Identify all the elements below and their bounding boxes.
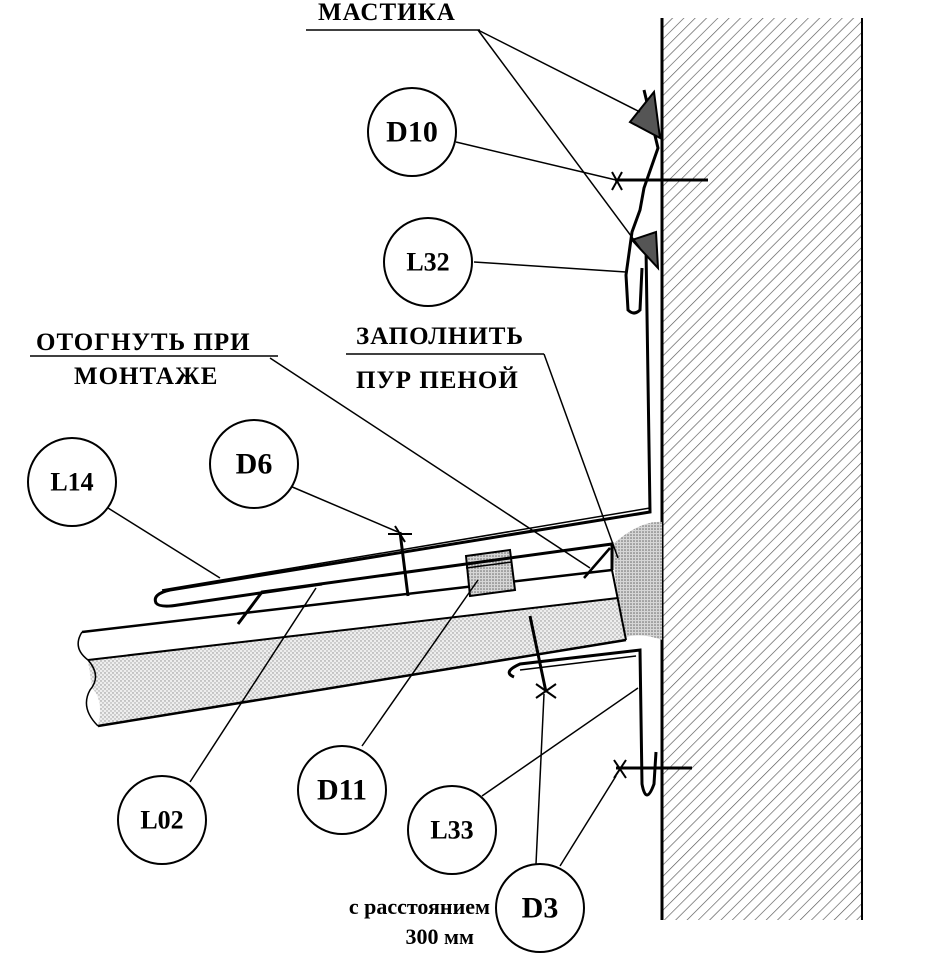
callout-l14-label: L14 — [50, 468, 93, 497]
callout-l32-label: L32 — [406, 248, 449, 277]
l32-counter-flashing — [624, 89, 660, 315]
callout-d6: D6 — [209, 419, 299, 509]
fastener-d10 — [611, 171, 708, 191]
pu-foam-filling — [612, 521, 662, 640]
distance-note-line2: 300 мм — [406, 924, 474, 949]
l14-flashing — [153, 247, 652, 608]
mastic-beads — [628, 89, 662, 271]
callout-d3: D3 — [495, 863, 585, 953]
callout-d10-label: D10 — [386, 116, 438, 149]
leader-lines — [30, 29, 641, 867]
callout-d10: D10 — [367, 87, 457, 177]
bend-caption-line1: ОТОГНУТЬ ПРИ — [36, 329, 251, 356]
bend-caption-line2: МОНТАЖЕ — [74, 363, 218, 390]
callout-l33-label: L33 — [430, 816, 473, 845]
foam-caption-line1: ЗАПОЛНИТЬ — [356, 323, 524, 350]
l33-flashing — [507, 648, 658, 797]
callout-d11: D11 — [297, 745, 387, 835]
callout-l32: L32 — [383, 217, 473, 307]
distance-note-line1: с расстоянием — [349, 894, 490, 919]
callout-l02: L02 — [117, 775, 207, 865]
l02-profile — [236, 542, 614, 625]
callout-l02-label: L02 — [140, 806, 183, 835]
fastener-d3-roof — [528, 615, 557, 699]
callout-d11-label: D11 — [317, 774, 367, 807]
callout-d6-label: D6 — [236, 448, 273, 481]
fastener-d3-wall — [613, 759, 692, 779]
foam-caption-line2: ПУР ПЕНОЙ — [356, 366, 519, 394]
callout-l33: L33 — [407, 785, 497, 875]
callout-d3-label: D3 — [522, 892, 559, 925]
mastic-caption: МАСТИКА — [318, 0, 456, 26]
callout-l14: L14 — [27, 437, 117, 527]
wall — [660, 18, 863, 920]
fastener-d6 — [388, 525, 412, 597]
